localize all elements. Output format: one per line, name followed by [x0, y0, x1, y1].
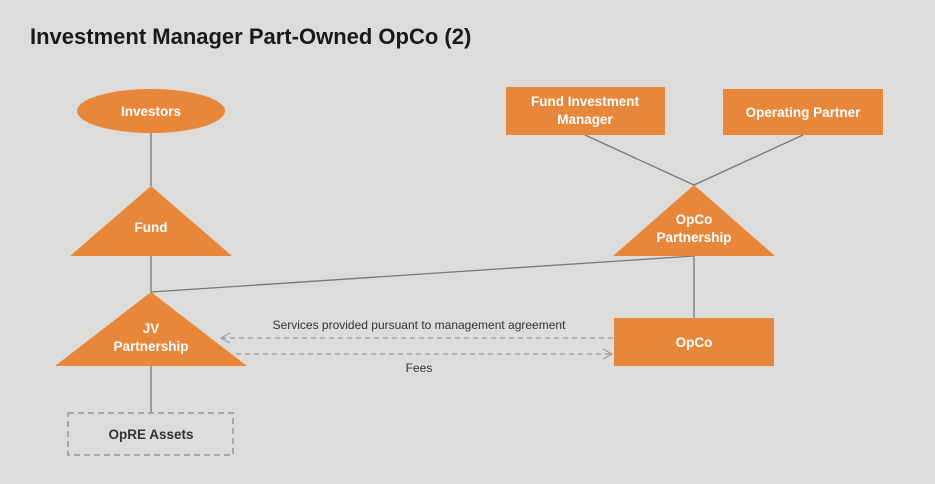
- fund-label: Fund: [135, 220, 168, 235]
- page-title: Investment Manager Part-Owned OpCo (2): [30, 24, 472, 49]
- fund-investment-manager-label-line2: Manager: [557, 112, 613, 127]
- opre-assets-label: OpRE Assets: [108, 427, 193, 442]
- opco-partnership-label-line2: Partnership: [656, 230, 731, 245]
- fees-label: Fees: [406, 361, 433, 375]
- opco-partnership-label-line1: OpCo: [676, 212, 713, 227]
- opco-partnership-node: OpCo Partnership: [613, 185, 775, 256]
- fund-node: Fund: [70, 186, 232, 256]
- fees-edge: Fees: [236, 348, 614, 375]
- jv-partnership-label-line2: Partnership: [113, 339, 188, 354]
- investors-label: Investors: [121, 104, 181, 119]
- connector-opco-partnership-jv: [150, 255, 695, 293]
- operating-partner-node: Operating Partner: [723, 89, 883, 135]
- connector-operating-partner-opco-partnership: [693, 134, 804, 186]
- connectors: [150, 130, 804, 413]
- services-label: Services provided pursuant to management…: [273, 318, 567, 332]
- connector-fim-opco-partnership: [584, 134, 695, 186]
- jv-partnership-label-line1: JV: [143, 321, 160, 336]
- fund-investment-manager-node: Fund Investment Manager: [506, 87, 665, 135]
- operating-partner-label: Operating Partner: [746, 105, 862, 120]
- investors-node: Investors: [77, 89, 225, 133]
- opco-label: OpCo: [676, 335, 713, 350]
- services-edge: Services provided pursuant to management…: [219, 318, 613, 344]
- jv-partnership-node: JV Partnership: [55, 292, 247, 366]
- opco-node: OpCo: [614, 318, 774, 366]
- fund-investment-manager-label-line1: Fund Investment: [531, 94, 640, 109]
- opre-assets-node: OpRE Assets: [67, 412, 234, 456]
